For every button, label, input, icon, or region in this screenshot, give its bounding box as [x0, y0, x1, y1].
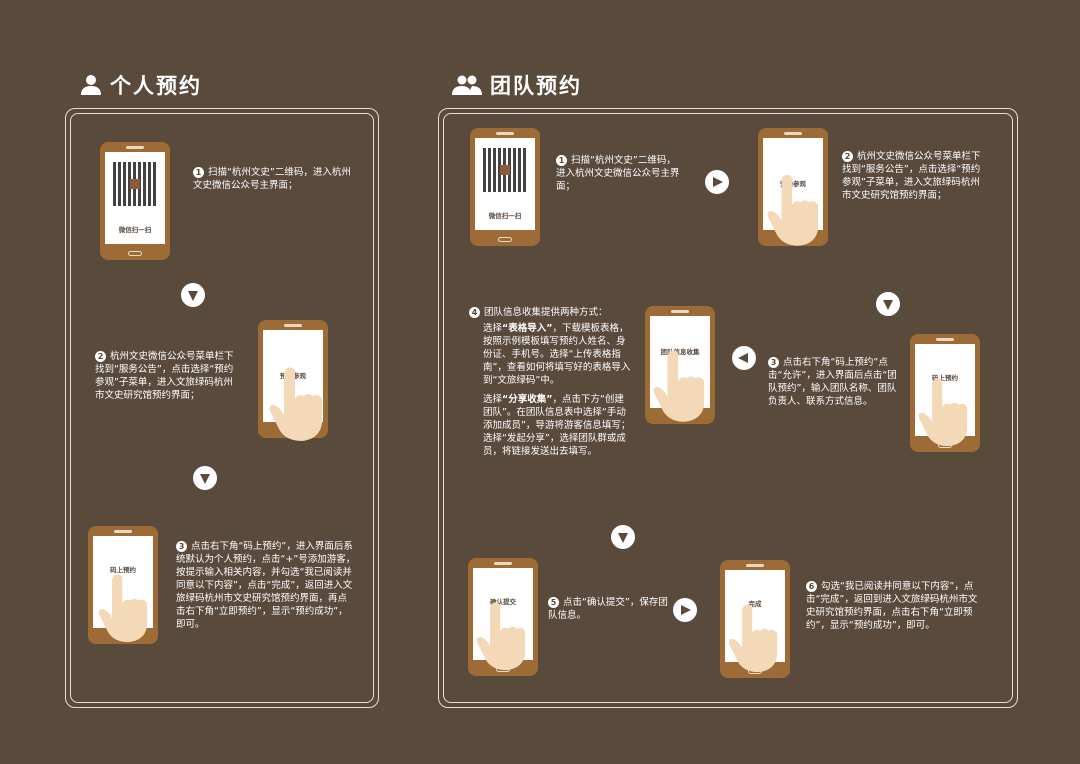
- phone-label: 预约参观: [780, 180, 806, 188]
- group-icon: [452, 75, 482, 95]
- down-arrow-icon: [876, 292, 900, 316]
- team-panel-outer: [438, 108, 1018, 708]
- step-number: 5: [548, 597, 559, 608]
- team-title: 团队预约: [452, 70, 582, 100]
- hand-pointer-icon: [476, 602, 526, 671]
- step-number: 3: [768, 357, 779, 368]
- hand-pointer-icon: [728, 604, 778, 673]
- personal-title: 个人预约: [80, 70, 202, 100]
- step-number: 2: [95, 351, 106, 362]
- step-number: 1: [556, 155, 567, 166]
- hand-pointer-icon: [918, 378, 968, 447]
- step-number: 2: [842, 151, 853, 162]
- right-arrow-icon: [705, 170, 729, 194]
- right-arrow-icon: [673, 598, 697, 622]
- phone-label: 团队信息收集: [660, 348, 700, 356]
- hand-pointer-icon: [767, 174, 819, 246]
- step-number: 6: [806, 581, 817, 592]
- team-step1-phone: 微信扫一扫: [470, 128, 540, 246]
- phone-label: 完成: [748, 600, 762, 608]
- phone-label: 码上预约: [110, 566, 136, 574]
- step-number: 4: [469, 307, 480, 318]
- personal-step1-phone: 微信扫一扫: [100, 142, 170, 260]
- step-number: 3: [176, 541, 187, 552]
- personal-panel-outer: [65, 108, 379, 708]
- phone-label: 确认提交: [490, 598, 516, 606]
- hand-pointer-icon: [98, 574, 148, 643]
- team-step6-phone: 完成: [720, 560, 790, 678]
- down-arrow-icon: [181, 283, 205, 307]
- down-arrow-icon: [193, 466, 217, 490]
- team-panel-inner: [443, 113, 1013, 703]
- phone-label: 码上预约: [932, 374, 958, 382]
- hand-pointer-icon: [653, 350, 705, 422]
- step-number: 1: [193, 167, 204, 178]
- phone-label: 微信扫一扫: [488, 212, 522, 220]
- down-arrow-icon: [611, 525, 635, 549]
- personal-panel-inner: [70, 113, 374, 703]
- hand-pointer-icon: [269, 367, 322, 441]
- phone-label: 微信扫一扫: [118, 226, 152, 234]
- person-icon: [81, 75, 101, 95]
- left-arrow-icon: [732, 346, 756, 370]
